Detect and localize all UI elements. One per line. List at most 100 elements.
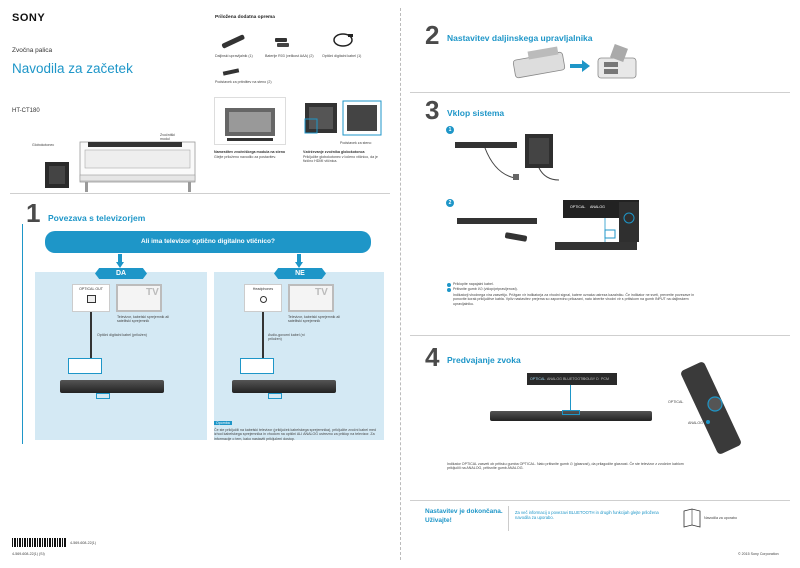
step3-number: 3: [425, 95, 440, 125]
wall-bracket-icon: [222, 68, 240, 76]
batteries-icon: [275, 38, 289, 47]
manual-icon: [683, 508, 701, 528]
wall-mount-title: Namestitev zvočniškega modula na steno: [214, 150, 286, 154]
subwoofer-illustration: [303, 97, 383, 139]
note-text: Če ste priključili na kabelski televizor…: [214, 428, 376, 441]
manual-label: Navodila za uporabo: [704, 516, 737, 520]
remote-icon: [221, 34, 245, 49]
barcode: [12, 538, 67, 547]
accessory-label: Daljinski upravljalnik (1): [215, 54, 253, 58]
step1-frame: [22, 224, 23, 444]
arrow-down-no-icon: [295, 254, 303, 268]
section-divider: [410, 335, 790, 336]
step3-input-label-optical: OPTICAL: [570, 205, 586, 209]
product-category: Zvočna palica: [12, 47, 53, 54]
optical-out-label: OPTICAL OUT: [79, 287, 103, 291]
yes-tv: [116, 284, 162, 312]
wall-mount-illustration: [214, 97, 286, 145]
step4-number: 4: [425, 342, 440, 372]
yes-cable-label: Optični digitalni kabel (priložen): [97, 333, 147, 337]
remote-optical-label: OPTICAL: [668, 400, 684, 404]
headphones-label: Headphones: [252, 287, 274, 291]
yes-tv-label: TV: [146, 287, 159, 298]
section-divider: [410, 500, 790, 501]
panel-label-dolby: DOLBY D: [583, 377, 599, 381]
step1-number: 1: [26, 198, 41, 228]
yes-soundbar-highlight: [96, 393, 110, 399]
step3-title: Vklop sistema: [447, 108, 505, 118]
question-banner: Ali ima televizor optično digitalno vtič…: [45, 231, 371, 253]
subwoofer-text: Priključite globokotonec v ločeno vtični…: [303, 155, 378, 164]
yes-soundbar: [60, 380, 164, 393]
no-soundbar: [232, 380, 336, 393]
accessories-heading: Priložena dodatna oprema: [215, 15, 275, 20]
remote-analog-label: ANALOG: [688, 421, 703, 425]
headphone-jack-icon: [260, 296, 267, 303]
power-on-illustration: [455, 190, 665, 260]
step3-marker-2: 2: [446, 199, 454, 207]
subwoofer-callout-label: Podstavek za steno: [340, 141, 372, 145]
yes-soundbar-port: [68, 358, 102, 374]
accessory-label: Baterije R03 (velikost AAA) (2): [265, 54, 314, 58]
sony-logo: SONY: [12, 12, 46, 24]
accessory-label: Podstavek za pritrditev na steno (2): [215, 80, 272, 84]
barcode-number: 4-569-608-22(1): [70, 541, 96, 545]
fold-line: [400, 8, 401, 560]
subwoofer-title: Vzdrževanje zvočnika globokotonca: [303, 150, 365, 154]
no-soundbar-highlight: [268, 393, 282, 399]
arrow-down-yes-icon: [116, 254, 124, 268]
step4-remote: [680, 362, 741, 457]
step3-marker-1: 1: [446, 126, 454, 134]
step3-bullet1: Priklopite napajalni kabel.: [453, 282, 494, 286]
optical-port-icon: [87, 295, 96, 303]
panel-label-bluetooth: BLUETOOTH: [563, 377, 585, 381]
no-soundbar-port: [240, 358, 274, 374]
step4-display-highlight: [562, 410, 580, 415]
step1-title: Povezava s televizorjem: [48, 213, 146, 223]
step3-text: Indikatorji vhodnega vira zasvetijo. Pri…: [453, 293, 695, 306]
model-number: HT-CT180: [12, 108, 40, 114]
yes-label: DA: [95, 268, 147, 279]
step4-soundbar: [490, 411, 652, 421]
panel-label-optical: OPTICAL: [530, 377, 546, 381]
step3-input-label-analog: ANALOG: [590, 205, 605, 209]
finish-title: Nastavitev je dokončana. Uživajte!: [425, 508, 503, 524]
panel-label-pcm: PCM: [601, 377, 609, 381]
step2-number: 2: [425, 20, 440, 50]
intro-illustration: [40, 120, 200, 195]
optical-cable-icon: [333, 33, 353, 47]
no-device-desc: Televizor, kabelski sprejemnik ali satel…: [288, 315, 340, 324]
step3-bullet2: Pritisnite gumb I/⏻ (vklop/pripravljenos…: [453, 287, 518, 291]
step4-title: Predvajanje zvoka: [447, 355, 521, 365]
panel-label-analog: ANALOG: [547, 377, 562, 381]
no-cable-label: Avdio-govorni kabel (ni priložen): [268, 333, 305, 342]
finish-separator: [508, 506, 509, 531]
wall-mount-text: Glejte priloženo navodilo za postavitev.: [214, 155, 277, 159]
remote-battery-illustration: [510, 44, 640, 86]
step2-title: Nastavitev daljinskega upravljalnika: [447, 33, 593, 43]
no-port-box: Headphones: [244, 284, 282, 312]
no-label: NE: [274, 268, 326, 279]
finish-text: Za več informacij o povezavi BLUETOOTH i…: [515, 510, 659, 521]
accessory-label: Optični digitalni kabel (1): [322, 54, 362, 58]
part-code: 4-569-608-22(1) (SI): [12, 552, 45, 556]
no-tv: [288, 284, 334, 312]
power-cable-illustration: [455, 124, 565, 182]
yes-cable: [90, 312, 92, 358]
yes-device-desc: Televizor, kabelski sprejemnik ali satel…: [117, 315, 169, 324]
yes-port-box: OPTICAL OUT: [72, 284, 110, 312]
section-divider: [10, 193, 390, 194]
step3-bullet1-icon: [447, 283, 451, 287]
step4-text: Indikator OPTICAL zasveti ob pritisku gu…: [447, 462, 684, 471]
display-panel: OPTICAL ANALOG BLUETOOTH DOLBY D PCM: [527, 373, 617, 385]
no-tv-label: TV: [315, 287, 328, 298]
panel-callout-line: [570, 385, 571, 411]
soundbar-callout: Zvočniški modul: [160, 133, 175, 142]
copyright: © 2015 Sony Corporation: [738, 552, 779, 556]
no-cable: [262, 312, 264, 358]
page-title: Navodila za začetek: [12, 61, 133, 76]
note-label: Opomba: [214, 421, 232, 425]
step3-bullet2-icon: [447, 288, 451, 292]
subwoofer-callout: Globokotonec: [32, 143, 55, 147]
section-divider: [410, 92, 790, 93]
